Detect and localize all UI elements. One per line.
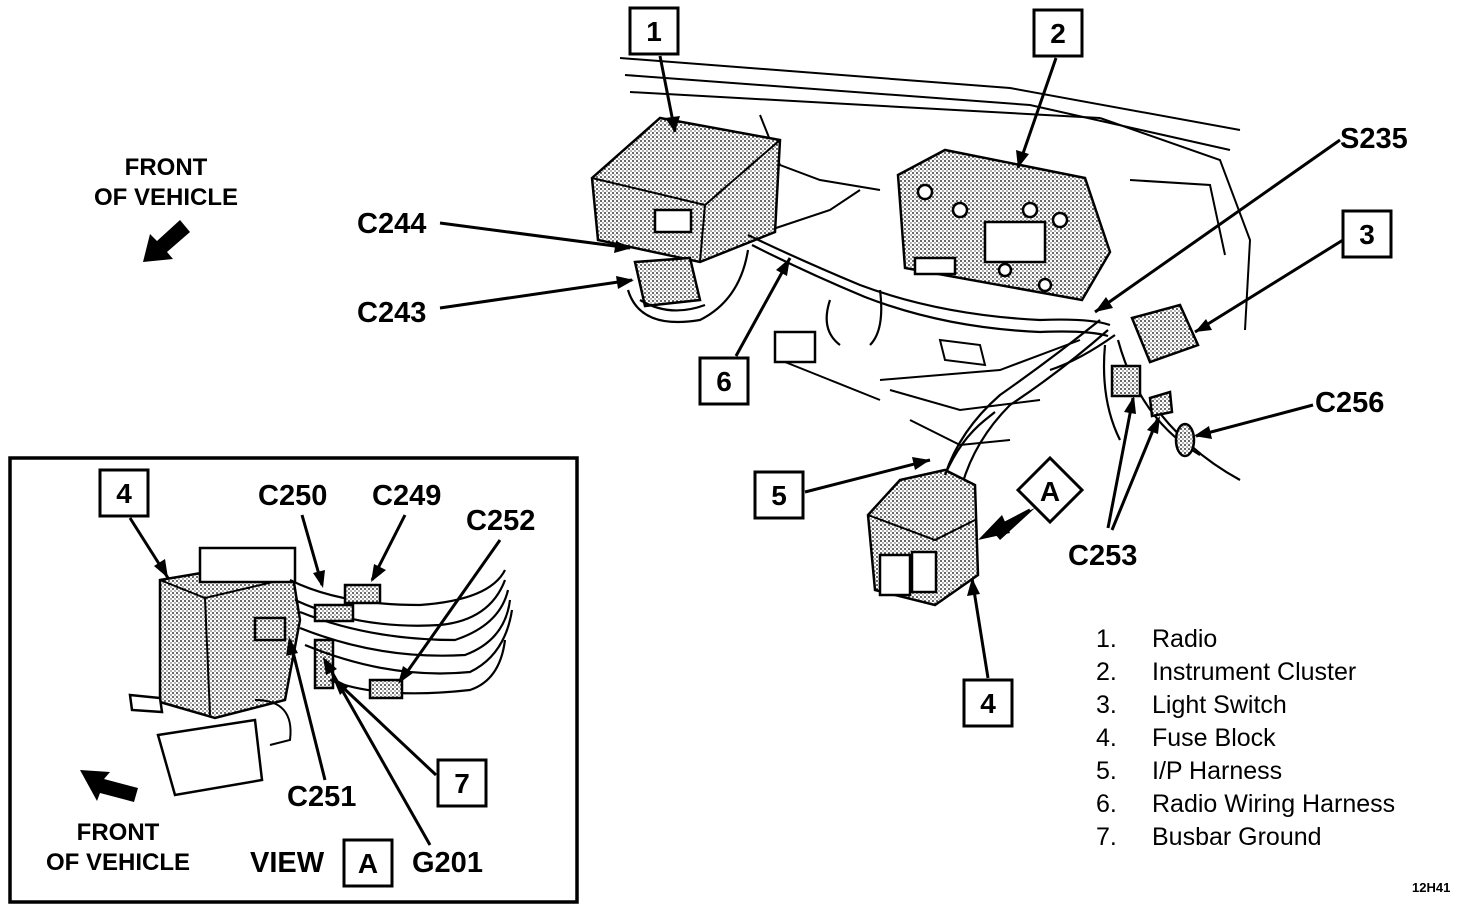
view-a-fuse-block-illustration: [128, 546, 335, 797]
label-c250: C250: [258, 480, 327, 512]
front-view-line2: OF VEHICLE: [46, 849, 190, 876]
label-c253: C253: [1068, 540, 1137, 572]
front-main-line1: FRONT: [125, 154, 208, 181]
legend-label-7: Busbar Ground: [1152, 823, 1322, 851]
light-switch-illustration: [1110, 303, 1200, 458]
legend-num-7: 7.: [1096, 823, 1117, 851]
legend-label-2: Instrument Cluster: [1152, 658, 1356, 686]
callout-box-5: [753, 470, 805, 520]
view-a-wires: [289, 569, 514, 700]
callout-4-main: 4: [980, 688, 996, 719]
harness-routing: [747, 234, 1241, 486]
view-a-caption-box: [342, 838, 394, 888]
front-arrow-view: [80, 770, 138, 802]
callout-6: 6: [716, 366, 732, 397]
radio-illustration: [590, 116, 782, 324]
instrument-cluster-illustration: [896, 148, 1112, 302]
legend-label-4: Fuse Block: [1152, 724, 1276, 752]
front-main-line2: OF VEHICLE: [94, 184, 238, 211]
fuse-block-illustration: [866, 411, 996, 607]
legend-label-1: Radio: [1152, 625, 1217, 653]
legend-label-6: Radio Wiring Harness: [1152, 790, 1395, 818]
view-a-caption-letter: A: [358, 848, 378, 879]
callout-4-view: 4: [116, 478, 132, 509]
label-c243: C243: [357, 297, 426, 329]
callout-1: 1: [646, 16, 662, 47]
callout-box-4-main: [962, 678, 1014, 728]
callout-5: 5: [771, 480, 787, 511]
callout-2: 2: [1050, 18, 1066, 49]
legend-num-6: 6.: [1096, 790, 1117, 818]
front-view-line1: FRONT: [77, 819, 160, 846]
callout-box-1: [628, 6, 680, 56]
view-a-caption-prefix: VIEW: [250, 847, 325, 879]
figure-id: 12H41: [1412, 880, 1450, 895]
legend-label-3: Light Switch: [1152, 691, 1287, 719]
view-a-pointer-letter: A: [1040, 476, 1060, 507]
callout-3: 3: [1359, 219, 1375, 250]
legend-num-5: 5.: [1096, 757, 1117, 785]
legend-num-3: 3.: [1096, 691, 1117, 719]
legend-num-1: 1.: [1096, 625, 1117, 653]
label-c244: C244: [357, 208, 426, 240]
legend-label-5: I/P Harness: [1152, 757, 1282, 785]
label-g201: G201: [412, 847, 483, 879]
dashboard-structure: [619, 57, 1252, 447]
callout-box-6: [698, 356, 750, 406]
callout-box-7: [436, 758, 488, 808]
label-c252: C252: [466, 505, 535, 537]
front-arrow-main: [143, 220, 190, 262]
label-s235: S235: [1340, 123, 1408, 155]
label-c256: C256: [1315, 387, 1384, 419]
view-a-inset-frame: [8, 456, 579, 904]
legend-num-4: 4.: [1096, 724, 1117, 752]
legend-num-2: 2.: [1096, 658, 1117, 686]
callout-7: 7: [454, 768, 470, 799]
callout-box-2: [1032, 8, 1084, 58]
legend: 1. Radio 2. Instrument Cluster 3. Light …: [1096, 625, 1395, 851]
label-c249: C249: [372, 480, 441, 512]
callout-box-3: [1341, 209, 1393, 259]
label-c251: C251: [287, 781, 356, 813]
callout-box-4-view: [98, 468, 150, 518]
view-a-pointer: A: [978, 455, 1085, 540]
